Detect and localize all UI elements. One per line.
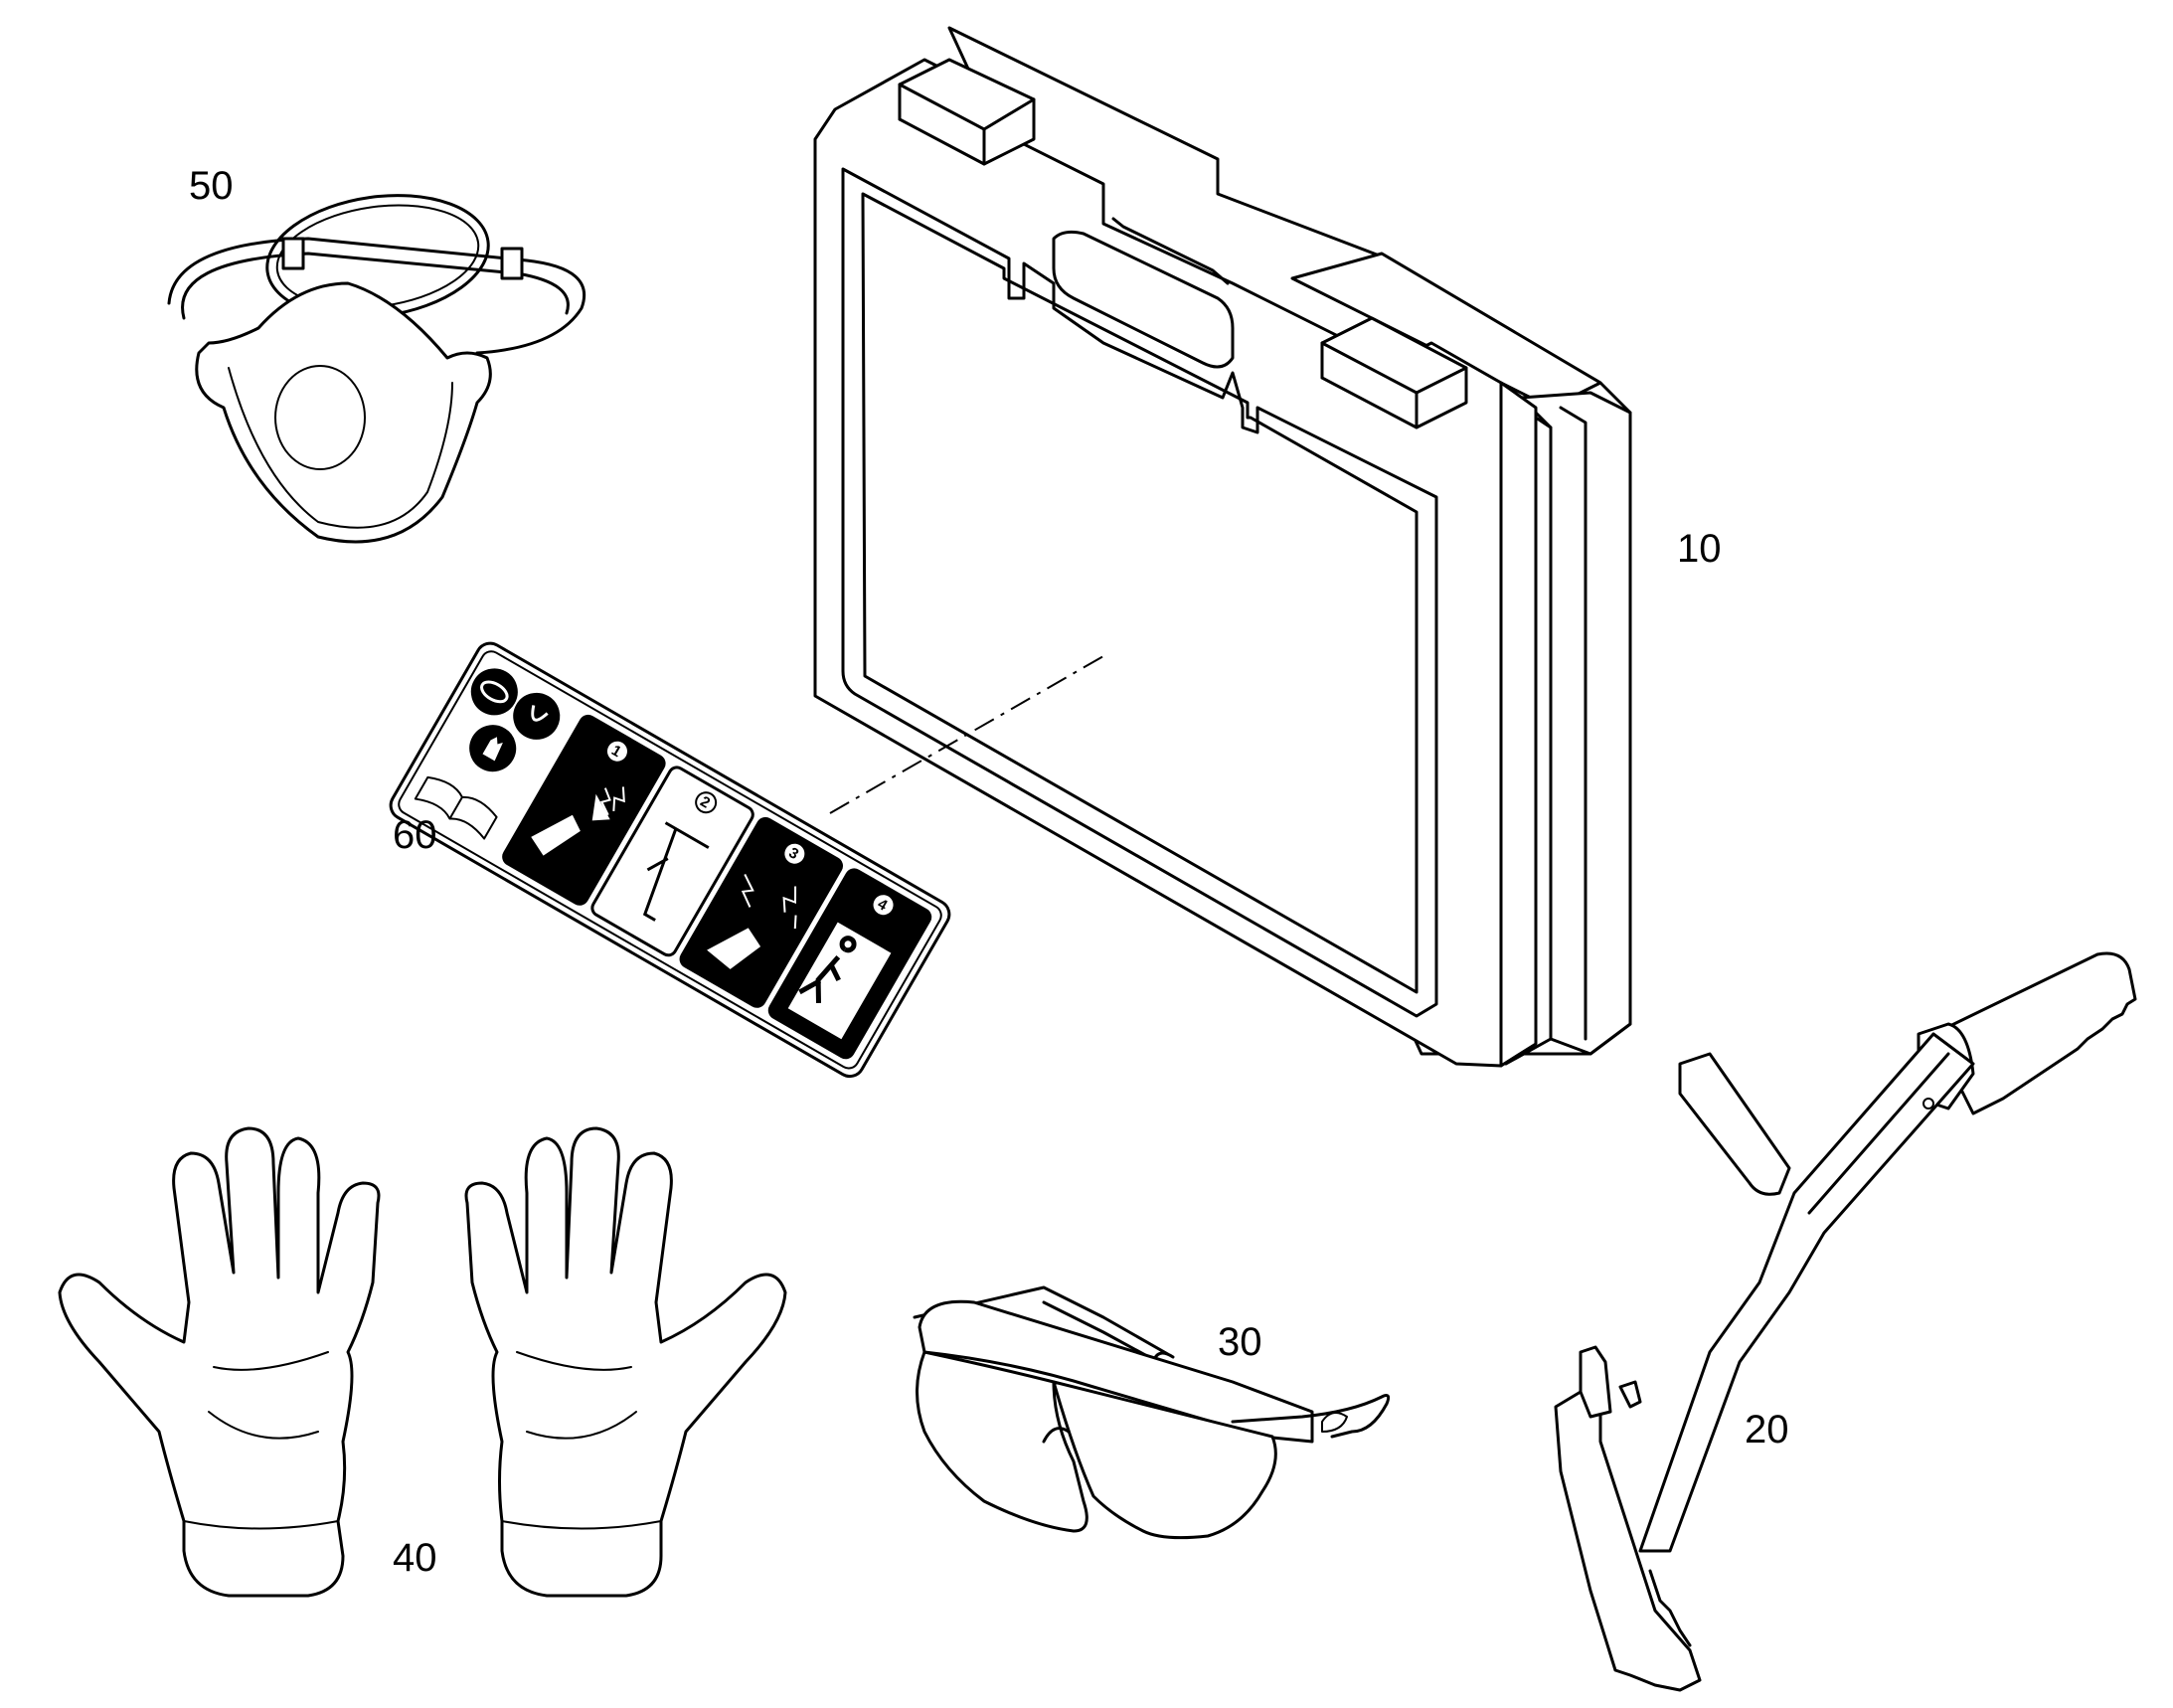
glasses-icon	[913, 1285, 1391, 1540]
ref-label-60: 60	[393, 813, 437, 857]
tool-icon	[1554, 951, 2137, 1692]
label-icon: 1 2 3 4	[389, 641, 951, 1079]
mask-icon	[167, 194, 586, 544]
ref-label-40: 40	[393, 1536, 437, 1580]
ref-label-50: 50	[189, 164, 234, 208]
ref-label-20: 20	[1745, 1408, 1789, 1452]
leader-line	[829, 655, 1104, 814]
ref-label-30: 30	[1218, 1320, 1262, 1364]
ref-label-10: 10	[1677, 527, 1722, 571]
gloves-icon	[58, 1126, 787, 1598]
case-icon	[813, 26, 1632, 1068]
